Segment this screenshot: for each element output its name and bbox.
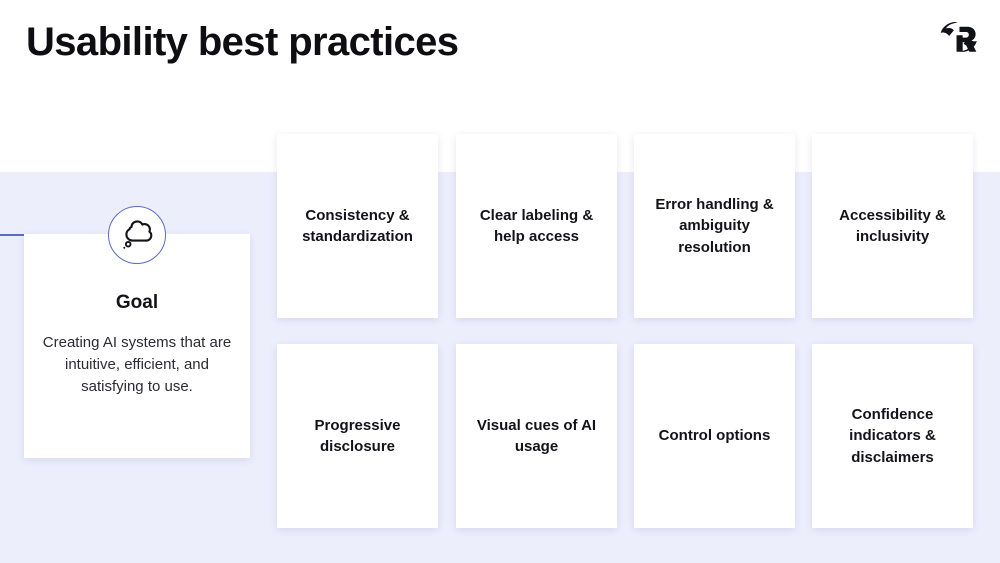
practice-card-label: Visual cues of AI usage <box>476 416 597 455</box>
practice-card[interactable]: Control options <box>634 344 795 528</box>
practice-card[interactable]: Accessibility & inclusivity <box>812 134 973 318</box>
practice-card-label: Progressive disclosure <box>314 416 401 455</box>
thought-bubble-icon <box>108 206 166 264</box>
practice-card[interactable]: Consistency & standardization <box>277 134 438 318</box>
practice-card[interactable]: Confidence indicators & disclaimers <box>812 344 973 528</box>
practice-card-label: Error handling & ambiguity resolution <box>655 196 774 256</box>
practice-card[interactable]: Clear labeling & help access <box>456 134 617 318</box>
practice-card-label: Confidence indicators & disclaimers <box>849 406 936 466</box>
page-title: Usability best practices <box>26 20 459 64</box>
practice-card-label: Consistency & standardization <box>302 206 413 245</box>
goal-panel: Goal Creating AI systems that are intuit… <box>24 234 250 458</box>
goal-heading: Goal <box>115 292 159 313</box>
practice-card[interactable]: Error handling & ambiguity resolution <box>634 134 795 318</box>
goal-description: Creating AI systems that are intuitive, … <box>42 334 232 395</box>
goal-card[interactable]: Goal Creating AI systems that are intuit… <box>24 234 250 458</box>
brand-r-swoosh-logo-icon <box>940 20 978 54</box>
practice-card-label: Accessibility & inclusivity <box>839 206 946 245</box>
page-header: Usability best practices <box>0 0 1000 100</box>
practice-card-label: Clear labeling & help access <box>479 206 594 245</box>
practice-card-label: Control options <box>658 427 771 445</box>
practice-card[interactable]: Progressive disclosure <box>277 344 438 528</box>
practice-card[interactable]: Visual cues of AI usage <box>456 344 617 528</box>
